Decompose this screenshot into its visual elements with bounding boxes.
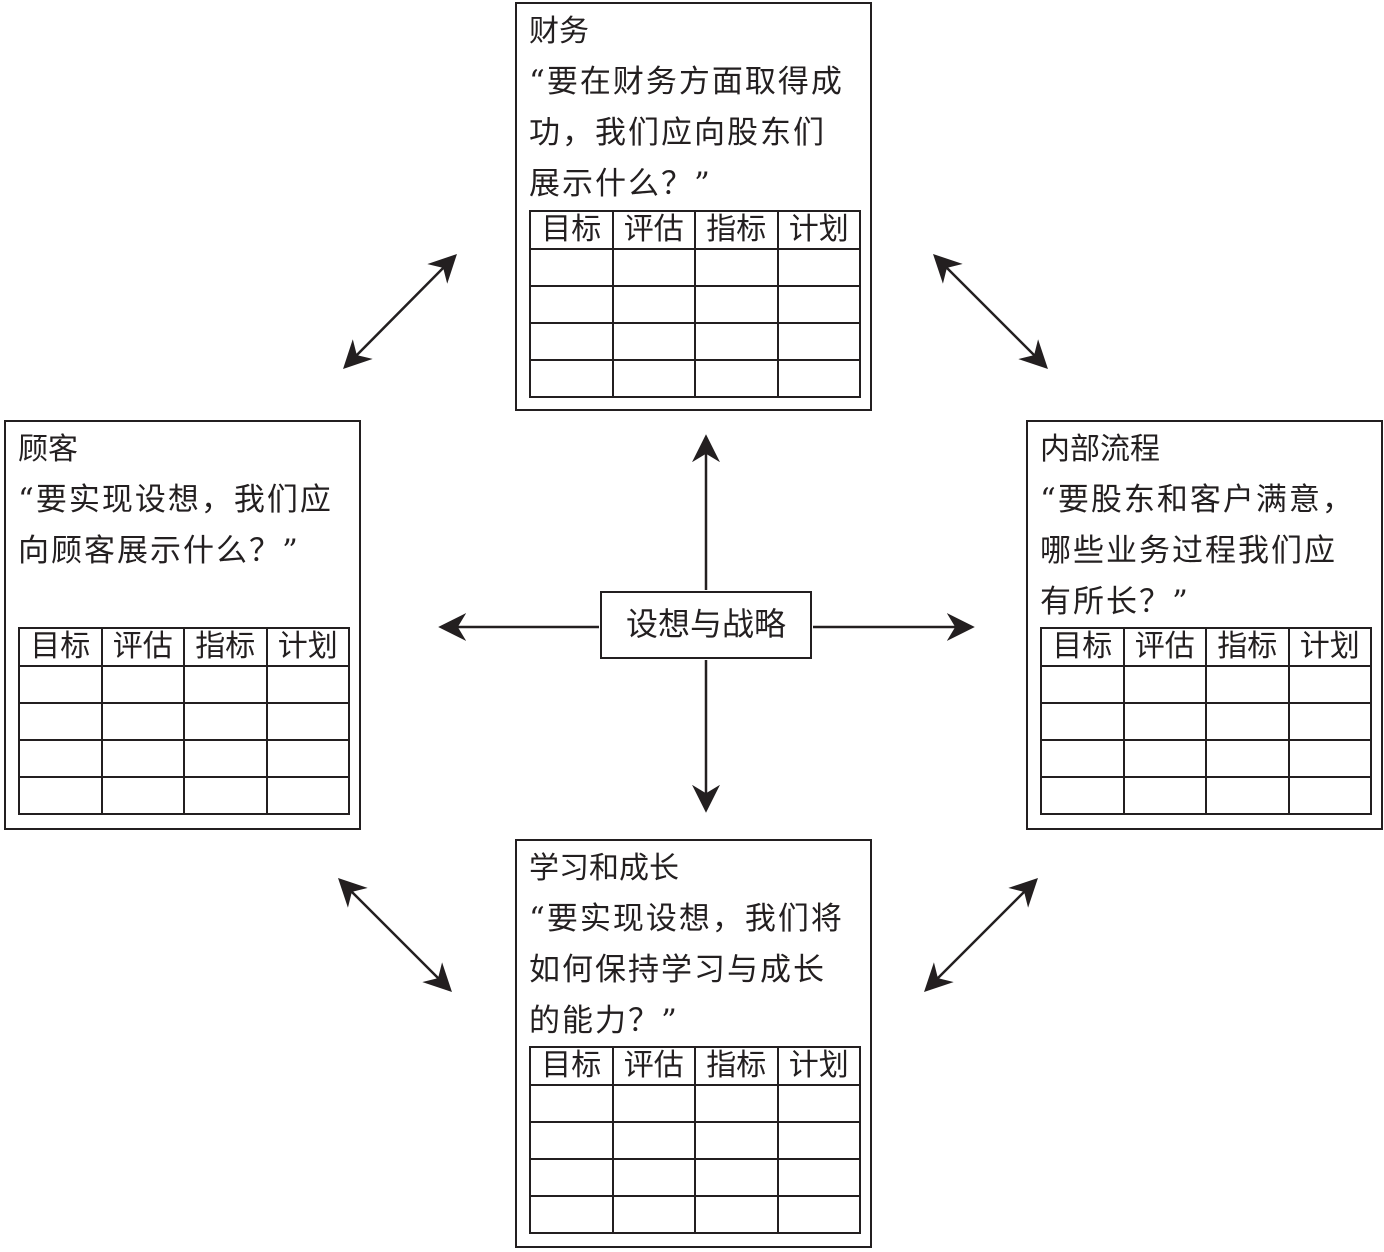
metric-table: 目标 评估 指标 计划 [1040,627,1372,815]
header-assessment: 评估 [611,210,696,250]
card-title: 内部流程 [1040,432,1160,467]
table-row [529,1084,861,1123]
header-plan: 计划 [265,627,350,667]
header-plan: 计划 [776,210,861,250]
card-customer: 顾客 “要实现设想，我们应 向顾客展示什么？” 目标 评估 指标 计划 [4,420,361,830]
arrow-finance-internal [933,254,1048,369]
header-goal: 目标 [529,1046,614,1086]
table-row [529,1158,861,1197]
table-row [529,359,861,398]
card-question: “要在财务方面取得成 功，我们应向股东们 展示什么？” [529,64,844,202]
header-assessment: 评估 [100,627,185,667]
table-row [18,776,350,815]
header-goal: 目标 [1040,627,1125,667]
metric-table: 目标 评估 指标 计划 [18,627,350,815]
table-row [1040,739,1372,778]
table-header-row: 目标 评估 指标 计划 [1040,627,1372,667]
table-row [1040,776,1372,815]
table-header-row: 目标 评估 指标 计划 [529,1046,861,1086]
header-goal: 目标 [529,210,614,250]
header-assessment: 评估 [611,1046,696,1086]
card-title: 学习和成长 [529,851,679,886]
card-finance: 财务 “要在财务方面取得成 功，我们应向股东们 展示什么？” 目标 评估 指标 … [515,2,872,411]
header-plan: 计划 [776,1046,861,1086]
table-header-row: 目标 评估 指标 计划 [529,210,861,250]
header-indicator: 指标 [694,210,779,250]
table-row [1040,665,1372,704]
card-learning-growth: 学习和成长 “要实现设想，我们将 如何保持学习与成长 的能力？” 目标 评估 指… [515,839,872,1248]
table-row [529,1121,861,1160]
center-vision-strategy: 设想与战略 [600,591,812,659]
card-internal-process: 内部流程 “要股东和客户满意， 哪些业务过程我们应 有所长？” 目标 评估 指标… [1026,420,1383,830]
header-plan: 计划 [1287,627,1372,667]
table-row [18,739,350,778]
table-row [529,1195,861,1234]
card-title: 财务 [529,14,589,49]
table-header-row: 目标 评估 指标 计划 [18,627,350,667]
card-question: “要股东和客户满意， 哪些业务过程我们应 有所长？” [1040,482,1355,620]
card-title: 顾客 [18,432,78,467]
header-indicator: 指标 [694,1046,779,1086]
table-row [18,665,350,704]
table-row [529,322,861,361]
header-indicator: 指标 [1205,627,1290,667]
card-question: “要实现设想，我们应 向顾客展示什么？” [18,482,333,569]
table-row [1040,702,1372,741]
header-assessment: 评估 [1122,627,1207,667]
table-row [529,285,861,324]
metric-table: 目标 评估 指标 计划 [529,1046,861,1234]
table-row [18,702,350,741]
header-goal: 目标 [18,627,103,667]
arrow-customer-finance [343,254,457,369]
card-question: “要实现设想，我们将 如何保持学习与成长 的能力？” [529,901,844,1039]
metric-table: 目标 评估 指标 计划 [529,210,861,398]
header-indicator: 指标 [183,627,268,667]
arrow-customer-learning [338,878,452,992]
arrow-internal-learning [924,878,1038,992]
table-row [529,248,861,287]
